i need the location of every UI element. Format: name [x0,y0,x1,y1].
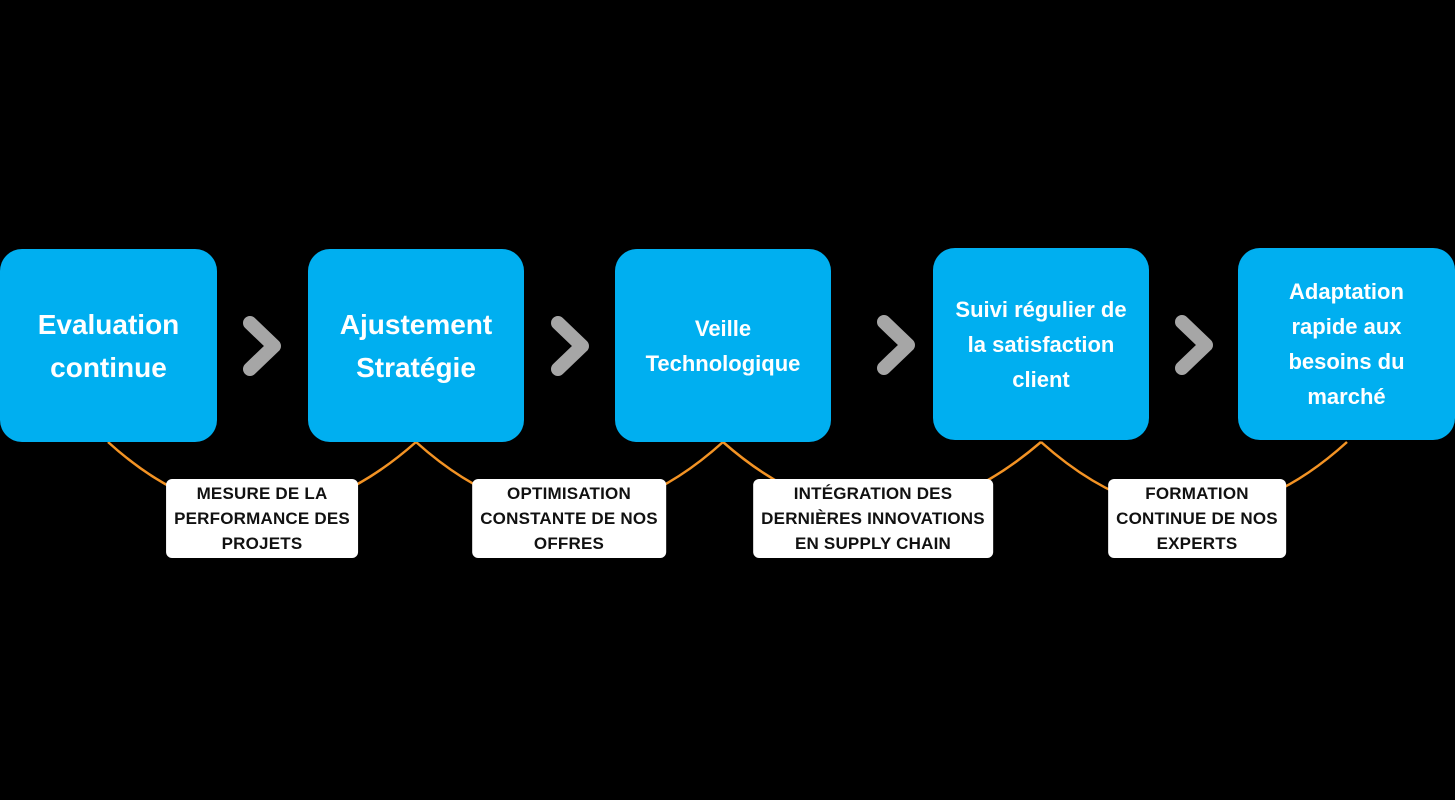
step-label: Suivi régulier de la satisfaction client [955,296,1127,392]
chevron-right-icon [1175,315,1213,375]
step-label: Veille Technologique [645,315,801,376]
note-integration-innovations: INTÉGRATION DES DERNIÈRES INNOVATIONS EN… [753,479,993,558]
note-mesure-performance: MESURE DE LA PERFORMANCE DES PROJETS [166,479,358,558]
step-label: Evaluation continue [37,308,180,383]
step-veille-technologique: Veille Technologique [615,249,831,442]
step-suivi-satisfaction: Suivi régulier de la satisfaction client [933,248,1149,440]
step-ajustement-strategie: Ajustement Stratégie [308,249,524,442]
chevron-right-icon [243,316,281,376]
note-formation-experts: FORMATION CONTINUE DE NOS EXPERTS [1108,479,1286,558]
step-label: Ajustement Stratégie [339,308,493,383]
chevron-right-icon [877,315,915,375]
chevron-right-icon [551,316,589,376]
step-adaptation-marche: Adaptation rapide aux besoins du marché [1238,248,1455,440]
step-evaluation-continue: Evaluation continue [0,249,217,442]
note-optimisation-offres: OPTIMISATION CONSTANTE DE NOS OFFRES [472,479,666,558]
step-label: Adaptation rapide aux besoins du marché [1288,279,1405,409]
